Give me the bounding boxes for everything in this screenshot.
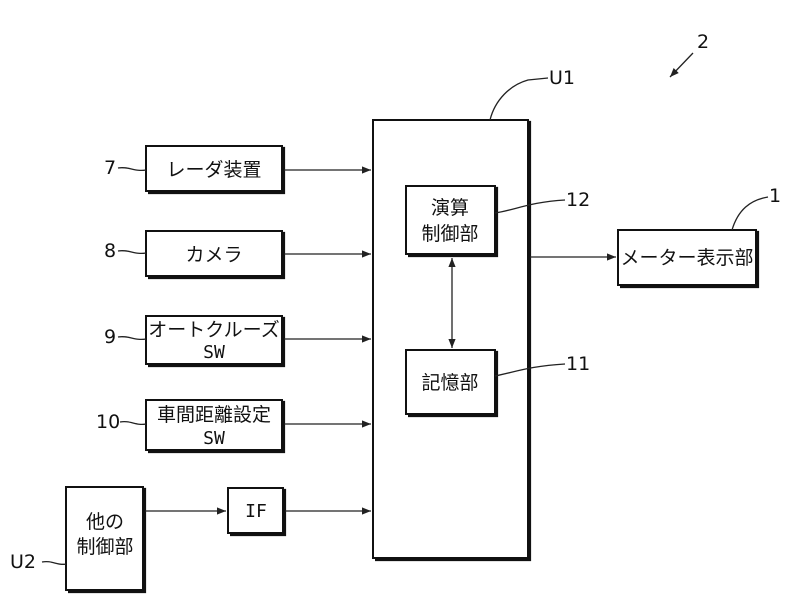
other-control-block: 他の 制御部 (65, 486, 147, 594)
memory-label: 記憶部 (421, 372, 478, 394)
distance-sw-leader (119, 420, 147, 426)
cruise-sw-rect (145, 315, 283, 365)
camera-ref: 8 (104, 240, 116, 262)
other-control-leader (41, 560, 67, 566)
arith-control-block: 演算 制御部 (405, 185, 499, 258)
controller-shadow (375, 120, 532, 562)
meter-rect (617, 229, 757, 286)
arith-shadow (408, 186, 499, 258)
radar-label: レーダ装置 (166, 159, 261, 181)
memory-leader (494, 363, 566, 377)
other-control-ref: U2 (10, 551, 36, 573)
camera-block: カメラ (145, 230, 286, 280)
cruise-sw-shadow (148, 316, 286, 368)
arith-leader (494, 199, 566, 214)
radar-rect (145, 145, 283, 192)
distance-sw-ref: 10 (96, 411, 120, 433)
cruise-sw-block: オートクルーズ SW (145, 315, 286, 368)
camera-leader (117, 249, 147, 255)
radar-block: レーダ装置 (145, 145, 286, 195)
memory-rect (405, 349, 496, 415)
meter-ref: 1 (769, 185, 781, 207)
cruise-sw-leader (117, 335, 147, 341)
if-label: IF (245, 501, 267, 522)
memory-ref: 11 (566, 353, 590, 375)
distance-sw-label-line2: SW (203, 428, 225, 449)
arith-rect (405, 185, 496, 255)
cruise-sw-label-line1: オートクルーズ (148, 319, 279, 341)
ref-arrow-overall (669, 52, 694, 78)
memory-shadow (408, 350, 499, 418)
radar-ref: 7 (104, 157, 116, 179)
distance-sw-block: 車間距離設定 SW (145, 399, 286, 454)
distance-sw-label-line1: 車間距離設定 (157, 404, 271, 426)
if-block: IF (227, 487, 287, 537)
meter-label: メーター表示部 (620, 247, 753, 269)
arith-label-line1: 演算 (431, 197, 469, 219)
meter-display-block: メーター表示部 (617, 229, 760, 289)
memory-block: 記憶部 (405, 349, 499, 418)
other-control-label-line1: 他の (86, 511, 124, 533)
ref-label-overall: 2 (697, 31, 709, 53)
radar-leader (117, 166, 147, 172)
if-shadow (230, 488, 287, 537)
cruise-sw-label-line2: SW (203, 342, 225, 363)
camera-label: カメラ (185, 244, 242, 266)
other-control-label-line2: 制御部 (76, 536, 133, 558)
arith-ref: 12 (566, 189, 590, 211)
meter-shadow (620, 230, 760, 289)
controller-ref: U1 (549, 67, 575, 89)
camera-shadow (148, 231, 286, 280)
controller-leader (489, 77, 549, 121)
distance-sw-rect (145, 399, 283, 451)
other-control-rect (65, 486, 144, 591)
distance-sw-shadow (148, 400, 286, 454)
other-control-shadow (68, 487, 147, 594)
arith-label-line2: 制御部 (421, 223, 478, 245)
cruise-sw-ref: 9 (104, 326, 116, 348)
if-rect (227, 487, 284, 534)
meter-leader (731, 196, 769, 231)
